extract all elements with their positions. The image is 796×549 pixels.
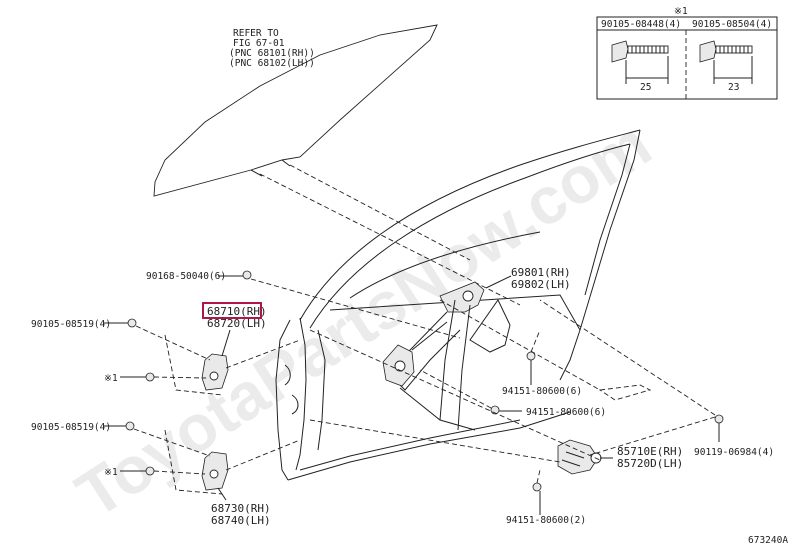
label-85710[interactable]: 85710E(RH) <box>617 445 683 458</box>
door-glass <box>153 24 438 197</box>
glass-guide-line <box>289 164 471 261</box>
bolt-90105-top-icon <box>127 318 137 328</box>
door-frame <box>275 129 641 481</box>
label-68740[interactable]: 68740(LH) <box>211 514 271 527</box>
bolt-90119-icon <box>714 414 724 424</box>
assembly-lines <box>133 278 716 484</box>
label-68730[interactable]: 68730(RH) <box>211 502 271 515</box>
bolt-a-icon <box>611 40 669 84</box>
bolt-box-mark: ※1 <box>674 6 688 17</box>
bolt-a-label: 90105-08448(4) <box>601 19 681 30</box>
door-motor <box>557 439 602 475</box>
bolt-90168-icon <box>242 270 252 280</box>
label-90168[interactable]: 90168-50040(6) <box>146 271 226 282</box>
bolt-reference-box: ※1 90105-08448(4) 90105-08504(4) 25 23 <box>596 6 778 100</box>
label-90105-bot[interactable]: 90105-08519(4) <box>31 422 111 433</box>
bolt-90105-bot-icon <box>125 421 135 431</box>
upper-hinge <box>164 334 229 396</box>
label-90119[interactable]: 90119-06984(4) <box>694 447 774 458</box>
bolt-mark1-bot-icon <box>145 466 155 476</box>
label-90105-top[interactable]: 90105-08519(4) <box>31 319 111 330</box>
diagram-id: 673240A <box>748 535 788 546</box>
leader-lines <box>103 275 720 515</box>
label-mark1-bot: ※1 <box>104 467 118 478</box>
bolt-b-icon <box>699 40 753 84</box>
lower-hinge <box>164 429 229 495</box>
window-regulator <box>382 281 485 431</box>
bolt-mark1-top-icon <box>145 372 155 382</box>
bolt-a-length: 25 <box>640 82 651 93</box>
refer-line3: (PNC 68101(RH)) <box>229 48 315 59</box>
label-69802[interactable]: 69802(LH) <box>511 278 571 291</box>
refer-line4: (PNC 68102(LH)) <box>229 58 315 69</box>
bolt-b-label: 90105-08504(4) <box>692 19 772 30</box>
label-94151-c[interactable]: 94151-80600(2) <box>506 515 586 526</box>
bolt-b-length: 23 <box>728 82 739 93</box>
label-94151-b[interactable]: 94151-80600(6) <box>526 407 606 418</box>
label-85720[interactable]: 85720D(LH) <box>617 457 683 470</box>
label-68720[interactable]: 68720(LH) <box>207 317 267 330</box>
label-68710[interactable]: 68710(RH) <box>207 305 267 318</box>
refer-line1: REFER TO <box>233 28 279 39</box>
label-94151-a[interactable]: 94151-80600(6) <box>502 386 582 397</box>
label-69801[interactable]: 69801(RH) <box>511 266 571 279</box>
nut-94151-c-icon <box>532 482 542 492</box>
label-mark1-top: ※1 <box>104 373 118 384</box>
highlight-box-68710[interactable] <box>202 302 262 319</box>
refer-line2: FIG 67-01 <box>233 38 285 49</box>
